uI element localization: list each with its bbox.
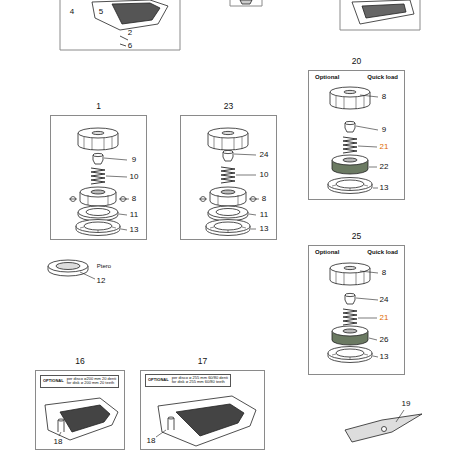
callout-number: 17 <box>141 357 264 366</box>
callout-number: 13 <box>130 226 139 234</box>
callout-number: 6 <box>128 42 132 50</box>
option-note: OPTIONALper disco ø 255 mm 60/80 dentifo… <box>145 374 231 387</box>
callout-number: 11 <box>130 211 138 219</box>
callout-number: 13 <box>260 225 269 233</box>
option-label: Quick load <box>367 74 398 81</box>
callout-number: 10 <box>260 171 269 179</box>
callout-number: 8 <box>382 269 386 277</box>
note-text: for disk ø 200 mm 20 teeth <box>67 381 117 385</box>
callout-number: 8 <box>132 195 136 203</box>
note-title: OPTIONAL <box>43 379 64 383</box>
callout-number: 19 <box>402 400 411 408</box>
callout-number: 13 <box>380 184 389 192</box>
option-label: Optional <box>315 249 339 256</box>
callout-number: 10 <box>130 173 139 181</box>
part-panel: 25OptionalQuick load <box>308 245 405 375</box>
callout-number: 11 <box>260 211 268 219</box>
callout-number: 1 <box>51 102 146 111</box>
callout-number: 21 <box>380 314 389 322</box>
callout-number: 23 <box>181 102 276 111</box>
option-label: Optional <box>315 74 339 81</box>
callout-number: 2 <box>128 29 132 37</box>
callout-number: 21 <box>380 143 389 151</box>
callout-number: 13 <box>380 353 389 361</box>
callout-number: 8 <box>382 93 386 101</box>
option-label: Quick load <box>367 249 398 256</box>
callout-number: 18 <box>54 438 63 446</box>
note-lines: per disco ø 255 mm 60/80 dentifor disk ø… <box>172 376 228 385</box>
callout-number: 9 <box>132 156 136 164</box>
part-panel: 20OptionalQuick load <box>308 70 405 200</box>
part-panel: 17OPTIONALper disco ø 255 mm 60/80 denti… <box>140 370 265 450</box>
part-name: Ptero <box>97 263 111 269</box>
callout-number: 18 <box>147 437 156 445</box>
callout-number: 26 <box>380 336 389 344</box>
callout-number: 12 <box>97 277 106 285</box>
callout-number: 22 <box>380 163 389 171</box>
note-text: for disk ø 255 mm 60/80 teeth <box>172 380 228 384</box>
part-panel: 16OPTIONALper disco ø200 mm 20 dentifor … <box>35 370 125 450</box>
callout-number: 24 <box>260 151 269 159</box>
note-title: OPTIONAL <box>148 378 169 382</box>
callout-number: 4 <box>70 8 74 16</box>
option-note: OPTIONALper disco ø200 mm 20 dentifor di… <box>40 375 119 388</box>
callout-number: 5 <box>99 8 103 16</box>
callout-number: 8 <box>262 195 266 203</box>
callout-number: 25 <box>309 232 404 241</box>
callout-number: 16 <box>36 357 124 366</box>
callout-number: 20 <box>309 57 404 66</box>
callout-number: 24 <box>380 296 389 304</box>
callout-number: 9 <box>382 126 386 134</box>
note-lines: per disco ø200 mm 20 dentifor disk ø 200… <box>67 377 117 386</box>
